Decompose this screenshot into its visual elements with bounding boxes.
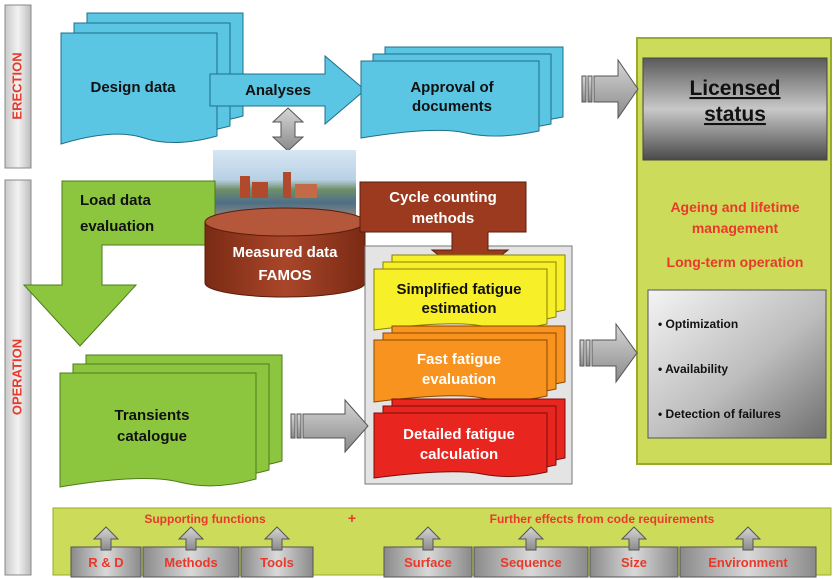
- measured-data-cylinder: Measured data FAMOS: [204, 207, 366, 298]
- svg-text:Size: Size: [621, 555, 647, 570]
- bottom-item-size: Size: [589, 526, 679, 578]
- simplified-label-1: Simplified fatigue: [396, 281, 521, 298]
- licensed-panel: Licensed status Ageing and lifetime mana…: [636, 37, 832, 465]
- ageing-line-1: Ageing and lifetime: [670, 199, 799, 215]
- arrow-transients-to-detailed: [290, 398, 369, 454]
- bottom-item-environment: Environment: [679, 526, 817, 578]
- bottom-item-r-and-d: R & D: [70, 526, 142, 578]
- double-arrow: [271, 107, 305, 152]
- licensed-status-title: Licensed: [689, 77, 780, 100]
- bullet-detection: • Detection of failures: [658, 407, 781, 421]
- load-label-1: Load data: [80, 192, 151, 209]
- svg-text:Analyses: Analyses: [245, 82, 311, 99]
- licensed-status-title-2: status: [704, 103, 766, 126]
- transients-label-2: catalogue: [117, 428, 187, 445]
- svg-text:ERECTION: ERECTION: [9, 52, 24, 119]
- bottom-item-methods: Methods: [142, 526, 240, 578]
- load-data-arrow: Load data evaluation: [22, 180, 216, 347]
- approval-label-2: documents: [412, 98, 492, 115]
- ageing-line-2: management: [692, 220, 779, 236]
- simplified-fatigue-stack: Simplified fatigue estimation: [373, 254, 566, 331]
- further-effects-label: Further effects from code requirements: [490, 512, 715, 526]
- svg-text:Tools: Tools: [260, 555, 294, 570]
- simplified-label-2: estimation: [421, 300, 496, 317]
- load-label-2: evaluation: [80, 218, 154, 235]
- detailed-label-2: calculation: [420, 446, 498, 463]
- detailed-label-1: Detailed fatigue: [403, 426, 515, 443]
- svg-text:Methods: Methods: [164, 555, 217, 570]
- approval-stack: Approval of documents: [360, 46, 564, 139]
- bottom-item-sequence: Sequence: [473, 526, 589, 578]
- design-data-label: Design data: [90, 79, 176, 96]
- plus-sign: +: [348, 510, 356, 526]
- erection-side-label: ERECTION: [4, 4, 32, 169]
- supporting-functions-label: Supporting functions: [144, 512, 266, 526]
- detailed-fatigue-stack: Detailed fatigue calculation: [373, 398, 566, 479]
- analyses-arrow: Analyses: [209, 54, 366, 126]
- design-data-stack: Design data: [60, 12, 244, 145]
- svg-text:Environment: Environment: [708, 555, 788, 570]
- transients-label-1: Transients: [114, 407, 189, 424]
- fast-label-2: evaluation: [422, 371, 496, 388]
- bullet-availability: • Availability: [658, 362, 728, 376]
- bottom-item-surface: Surface: [383, 526, 473, 578]
- svg-text:R & D: R & D: [88, 555, 123, 570]
- measured-label-2: FAMOS: [258, 267, 311, 284]
- svg-text:OPERATION: OPERATION: [9, 339, 24, 415]
- bottom-item-tools: Tools: [240, 526, 314, 578]
- fast-label-1: Fast fatigue: [417, 351, 501, 368]
- svg-text:Sequence: Sequence: [500, 555, 561, 570]
- approval-label-1: Approval of: [410, 79, 494, 96]
- measured-label-1: Measured data: [232, 244, 338, 261]
- arrow-to-licensed-top: [581, 58, 639, 120]
- fast-fatigue-stack: Fast fatigue evaluation: [373, 325, 566, 403]
- svg-text:Surface: Surface: [404, 555, 452, 570]
- long-term-operation: Long-term operation: [667, 254, 804, 270]
- cycle-label-1: Cycle counting: [389, 189, 497, 206]
- transients-stack: Transients catalogue: [59, 354, 283, 488]
- plant-photo: [213, 150, 356, 216]
- bullet-optimization: • Optimization: [658, 317, 738, 331]
- operation-side-label: OPERATION: [4, 179, 32, 576]
- cycle-label-2: methods: [412, 210, 475, 227]
- arrow-fatigue-to-licensed: [579, 322, 638, 384]
